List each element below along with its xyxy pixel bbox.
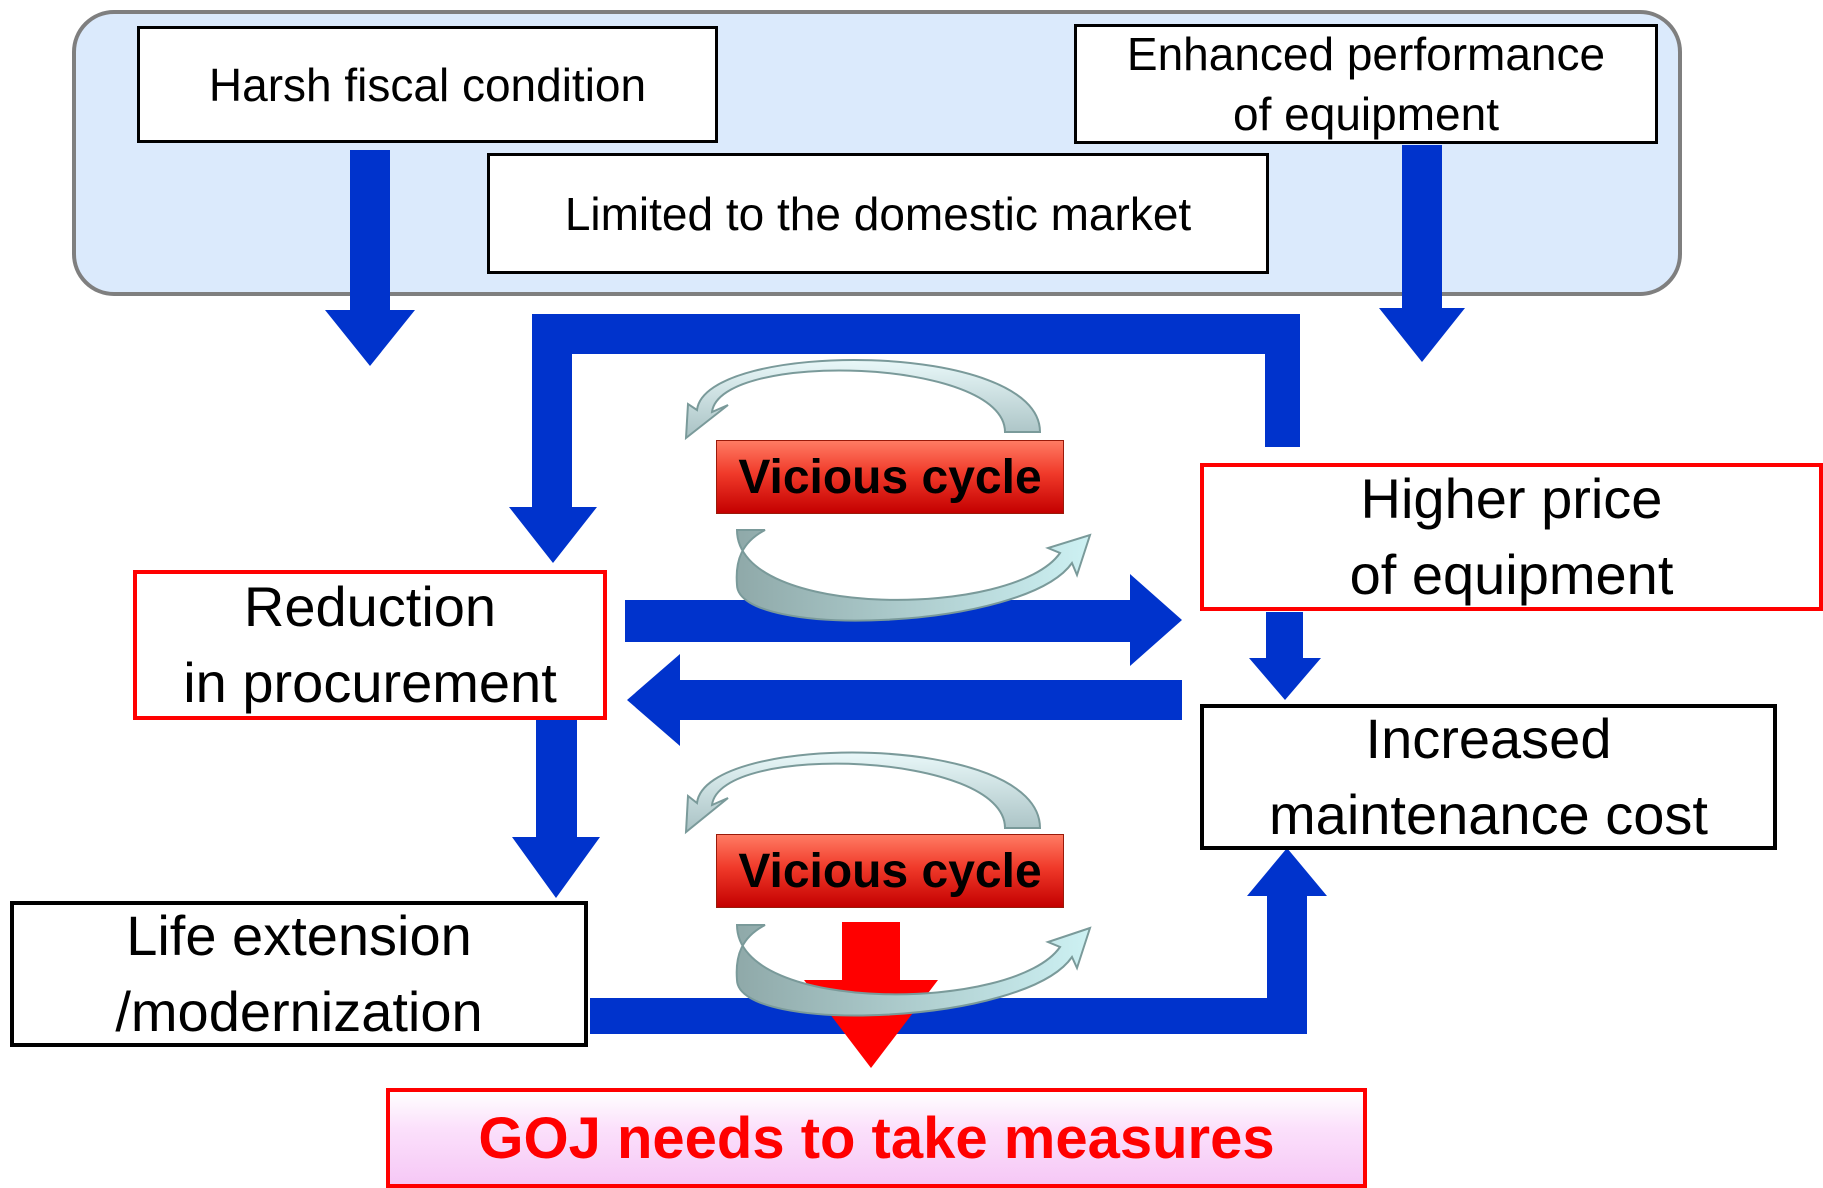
increased-line1: Increased (1365, 707, 1612, 770)
cycle-arrow-top-lower (735, 529, 1092, 622)
enhanced-performance-box: Enhanced performance of equipment (1074, 24, 1658, 144)
conclusion-label: GOJ needs to take measures (478, 1105, 1275, 1171)
higher-price-line2: of equipment (1349, 543, 1674, 606)
vicious-cycle-top-label: Vicious cycle (716, 440, 1064, 514)
higher-price-line1: Higher price (1360, 467, 1663, 530)
arrow-reduction-to-price (625, 574, 1182, 666)
arrow-performance-down (1379, 145, 1465, 362)
arrow-maintenance-to-reduction (627, 654, 1182, 746)
enhanced-performance-line1: Enhanced performance (1126, 28, 1606, 80)
arrow-price-to-maintenance (1249, 612, 1321, 700)
higher-price-box: Higher price of equipment (1200, 463, 1823, 611)
cycle-arrow-top-upper (684, 359, 1042, 441)
cycle-arrow-bottom-lower (735, 924, 1092, 1017)
increased-maintenance-box: Increased maintenance cost (1200, 704, 1777, 850)
enhanced-performance-line2: of equipment (1233, 88, 1499, 140)
limited-domestic-box: Limited to the domestic market (487, 153, 1269, 274)
life-extension-line2: /modernization (115, 980, 483, 1043)
life-extension-box: Life extension /modernization (10, 901, 588, 1047)
harsh-fiscal-box: Harsh fiscal condition (137, 26, 718, 143)
arrow-loop-to-reduction (509, 314, 1300, 563)
arrow-reduction-to-life-extension (512, 718, 600, 898)
vicious-cycle-bottom-text: Vicious cycle (738, 844, 1042, 898)
harsh-fiscal-label: Harsh fiscal condition (208, 58, 647, 111)
life-extension-line1: Life extension (126, 904, 472, 967)
reduction-line2: in procurement (183, 651, 557, 714)
limited-domestic-label: Limited to the domestic market (564, 187, 1192, 240)
arrow-life-extension-to-maintenance (590, 848, 1327, 1034)
conclusion-box: GOJ needs to take measures (386, 1088, 1367, 1188)
increased-line2: maintenance cost (1269, 783, 1708, 846)
reduction-procurement-box: Reduction in procurement (133, 570, 607, 720)
arrow-fiscal-down (325, 150, 415, 366)
vicious-cycle-top-text: Vicious cycle (738, 450, 1042, 504)
vicious-cycle-bottom-label: Vicious cycle (716, 834, 1064, 908)
cycle-arrow-bottom-upper (684, 751, 1042, 835)
reduction-line1: Reduction (243, 575, 497, 638)
